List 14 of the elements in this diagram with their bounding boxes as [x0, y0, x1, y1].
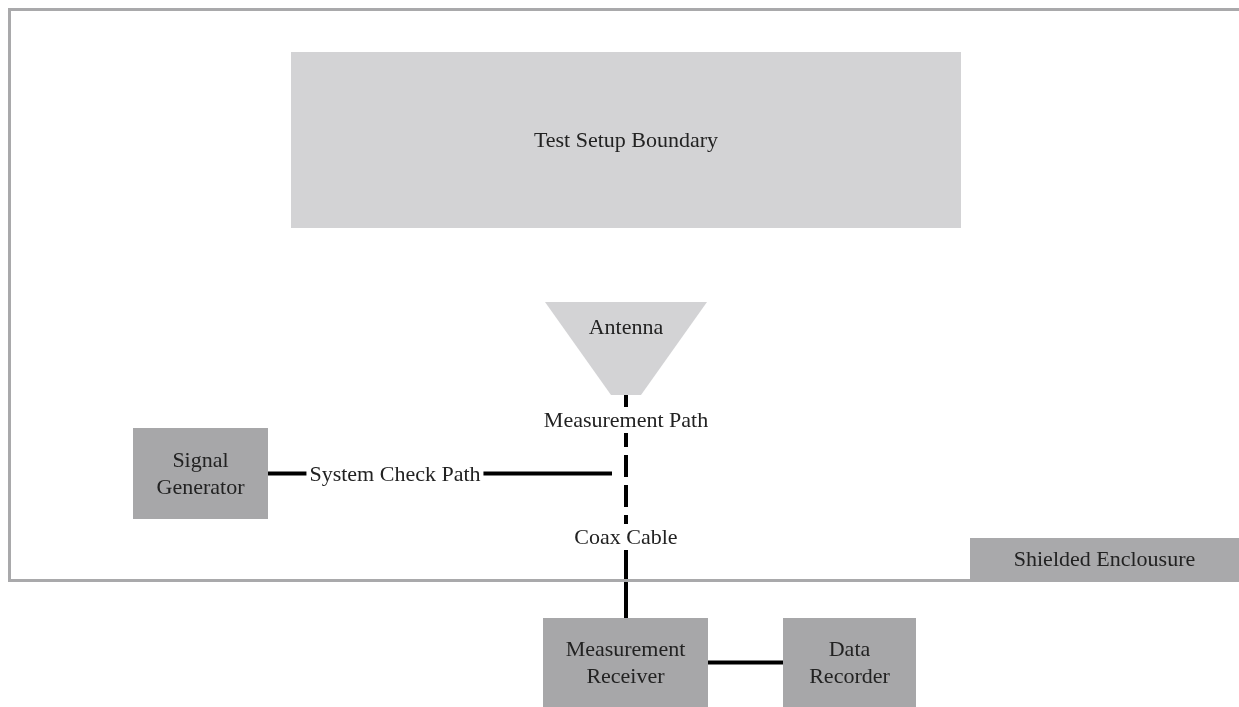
node-text: Antenna [588, 314, 664, 341]
device-box [783, 618, 916, 707]
connector-line [708, 660, 783, 665]
node-text: Signal Generator [155, 447, 246, 500]
node-text: Test Setup Boundary [533, 126, 719, 154]
node-text: Measurement Receiver [564, 636, 687, 689]
device-box [543, 618, 708, 707]
connector-line [624, 395, 628, 618]
enclosure-outline [8, 8, 1239, 582]
antenna-shape [545, 302, 707, 395]
device-box [133, 428, 268, 519]
boundary-area [291, 52, 961, 228]
node-text: Data Recorder [808, 636, 891, 689]
enclosure-label: Shielded Enclousure [970, 538, 1239, 580]
